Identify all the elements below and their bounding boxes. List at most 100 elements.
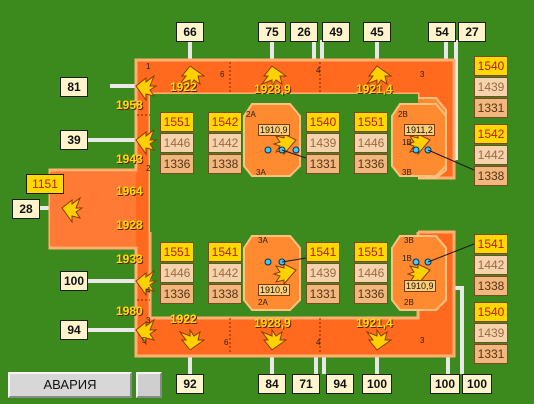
zone-temp: 1921,4 (356, 82, 393, 96)
input-label: 54 (428, 22, 456, 42)
horn-button[interactable] (136, 372, 162, 398)
temperature-cell: 1442 (208, 263, 242, 283)
input-label: 75 (258, 22, 286, 42)
inner-zone-temp: 1910,9 (258, 124, 290, 136)
zone-number: 3A (258, 236, 268, 245)
zone-number: 3 (146, 316, 151, 325)
input-label: 66 (176, 22, 204, 42)
inner-zone-temp: 1910,9 (404, 280, 436, 292)
temperature-cell: 1542 (208, 112, 242, 132)
zone-number: 3B (404, 236, 414, 245)
inner-zone-temp: 1910,9 (258, 284, 290, 296)
zone-number: 4 (316, 66, 321, 75)
temperature-cell: 1551 (160, 242, 194, 262)
input-label: 26 (290, 22, 318, 42)
temperature-cell: 1331 (474, 344, 508, 364)
zone-temp: 1958 (116, 98, 143, 112)
zone-number: 2A (258, 298, 268, 307)
input-label: 39 (60, 130, 88, 150)
temperature-cell: 1446 (354, 133, 388, 153)
burner-icon (135, 128, 158, 156)
zone-number: 1B (402, 138, 412, 147)
temperature-cell: 1338 (208, 154, 242, 174)
zone-number: 1B (402, 254, 412, 263)
temperature-cell: 1439 (306, 133, 340, 153)
zone-number: 5 (142, 336, 147, 345)
temperature-cell: 1540 (474, 56, 508, 76)
temperature-cell: 1336 (354, 284, 388, 304)
burner-icon (178, 65, 206, 88)
zone-temp: 1933 (116, 252, 143, 266)
zone-number: 6 (224, 338, 229, 347)
zone-number: 3 (420, 336, 425, 345)
left-panel-value: 1151 (26, 174, 64, 194)
zone-number: 3 (420, 70, 425, 79)
input-label: 28 (12, 199, 40, 219)
temperature-cell: 1331 (306, 284, 340, 304)
input-label: 71 (292, 374, 320, 394)
burner-icon (365, 65, 393, 88)
temperature-cell: 1439 (474, 323, 508, 343)
temperature-cell: 1542 (474, 124, 508, 144)
zone-number: 2B (398, 110, 408, 119)
burner-icon (365, 328, 393, 351)
zone-number: 2A (246, 110, 256, 119)
zone-temp: 1964 (116, 184, 143, 198)
zone-temp: 1921,4 (356, 316, 393, 330)
temperature-cell: 1331 (474, 98, 508, 118)
zone-number: 3A (256, 168, 266, 177)
zone-temp: 1922 (170, 312, 197, 326)
temperature-cell: 1540 (474, 302, 508, 322)
temperature-cell: 1336 (354, 154, 388, 174)
temperature-cell: 1439 (306, 263, 340, 283)
burner-icon (272, 263, 297, 286)
zone-temp: 1928,9 (254, 316, 291, 330)
temperature-cell: 1338 (474, 166, 508, 186)
input-label: 100 (430, 374, 460, 394)
zone-number: 2B (404, 298, 414, 307)
inner-zone-temp: 1911,2 (404, 124, 435, 136)
burner-icon (260, 65, 288, 88)
input-label: 84 (258, 374, 286, 394)
temperature-cell: 1541 (306, 242, 340, 262)
temperature-cell: 1442 (474, 145, 508, 165)
temperature-cell: 1439 (474, 77, 508, 97)
input-label: 100 (362, 374, 392, 394)
temperature-cell: 1338 (474, 276, 508, 296)
temperature-cell: 1442 (474, 255, 508, 275)
input-label: 92 (176, 374, 204, 394)
zone-temp: 1928,9 (254, 82, 291, 96)
temperature-cell: 1336 (160, 284, 194, 304)
temperature-cell: 1336 (160, 154, 194, 174)
input-label: 100 (462, 374, 492, 394)
zone-number: 2 (146, 164, 151, 173)
zone-temp: 1943 (116, 152, 143, 166)
alarm-button[interactable]: АВАРИЯ (8, 372, 132, 398)
input-label: 94 (326, 374, 354, 394)
zone-number: 4 (146, 286, 151, 295)
zone-number: 6 (220, 70, 225, 79)
burner-icon (178, 328, 206, 351)
temperature-cell: 1338 (208, 284, 242, 304)
zone-temp: 1980 (116, 304, 143, 318)
input-label: 49 (322, 22, 350, 42)
temperature-cell: 1446 (160, 133, 194, 153)
input-label: 27 (458, 22, 486, 42)
zone-temp: 1922 (170, 80, 197, 94)
zone-number: 4 (316, 338, 321, 347)
burner-icon (61, 196, 84, 224)
input-label: 94 (60, 320, 88, 340)
input-label: 100 (60, 271, 88, 291)
temperature-cell: 1446 (354, 263, 388, 283)
burner-icon (135, 318, 158, 346)
temperature-cell: 1551 (354, 112, 388, 132)
temperature-cell: 1446 (160, 263, 194, 283)
zone-temp: 1928 (116, 218, 143, 232)
temperature-cell: 1331 (306, 154, 340, 174)
burner-icon (260, 328, 288, 351)
temperature-cell: 1540 (306, 112, 340, 132)
zone-number: 1 (146, 62, 151, 71)
burner-icon (135, 269, 158, 297)
